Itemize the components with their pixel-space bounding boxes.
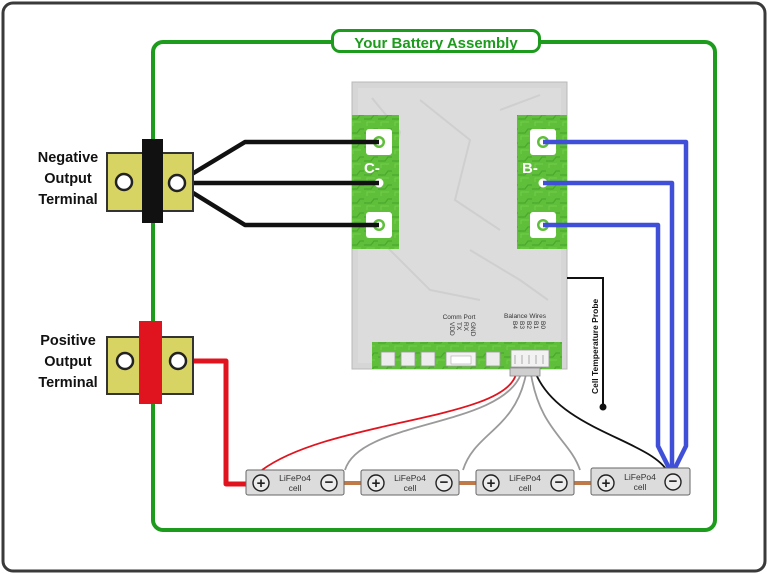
b-minus-wires xyxy=(543,139,689,476)
balance-pin-b2: B2 xyxy=(525,321,532,329)
balance-pin-b4: B4 xyxy=(511,321,518,329)
balance-socket xyxy=(510,349,550,368)
cell-1: + − LiFePo4 cell xyxy=(245,469,345,496)
cell-4: + − LiFePo4 cell xyxy=(590,467,691,496)
svg-text:+: + xyxy=(602,475,611,492)
balance-title: Balance Wires xyxy=(504,313,547,320)
temp-probe-tip xyxy=(599,403,607,411)
negative-wires xyxy=(175,139,379,228)
comm-pin-tx: TX xyxy=(455,322,462,331)
svg-text:−: − xyxy=(440,474,449,491)
assembly-title: Your Battery Assembly xyxy=(331,29,541,53)
cell-1-sub: cell xyxy=(289,483,302,493)
negative-label-line-3: Terminal xyxy=(38,192,98,208)
cell-3-sub: cell xyxy=(519,483,532,493)
positive-wire xyxy=(182,358,259,487)
negative-label-line-2: Output xyxy=(44,171,92,187)
balance-pin-b1: B1 xyxy=(532,321,539,329)
cell-4-name: LiFePo4 xyxy=(624,472,656,482)
balance-pin-b3: B3 xyxy=(518,321,525,329)
c-minus-label: C- xyxy=(364,160,380,177)
svg-text:+: + xyxy=(372,475,381,492)
svg-text:−: − xyxy=(669,473,678,490)
cell-3: + − LiFePo4 cell xyxy=(475,469,575,496)
cell-2-name: LiFePo4 xyxy=(394,473,426,483)
b-minus-label: B- xyxy=(522,160,538,177)
comm-pin-vdd: VDD xyxy=(448,322,455,336)
svg-text:+: + xyxy=(487,475,496,492)
positive-output-terminal xyxy=(106,321,194,404)
cell-2-sub: cell xyxy=(404,483,417,493)
positive-terminal-label: Positive Output Terminal xyxy=(13,331,123,394)
comm-port-title: Comm Port xyxy=(443,314,476,321)
cell-1-name: LiFePo4 xyxy=(279,473,311,483)
cell-3-name: LiFePo4 xyxy=(509,473,541,483)
balance-plug xyxy=(509,367,541,377)
negative-terminal-label: Negative Output Terminal xyxy=(13,148,123,211)
negative-label-line-1: Negative xyxy=(37,150,99,166)
balance-pin-b0: B0 xyxy=(539,321,546,329)
comm-port-pins: GND RX TX VDD xyxy=(448,322,476,337)
positive-label-line-2: Output xyxy=(44,354,92,370)
balance-wires xyxy=(261,373,669,473)
svg-text:−: − xyxy=(325,474,334,491)
comm-pin-gnd: GND xyxy=(469,322,476,337)
svg-text:+: + xyxy=(257,475,266,492)
negative-output-terminal xyxy=(106,139,194,223)
positive-label-line-3: Terminal xyxy=(38,375,98,391)
comm-pin-rx: RX xyxy=(462,322,469,332)
temp-probe-wire xyxy=(567,277,604,404)
cell-2: + − LiFePo4 cell xyxy=(360,469,460,496)
positive-label-line-1: Positive xyxy=(40,333,96,349)
balance-pins: B0 B1 B2 B3 B4 xyxy=(511,321,546,329)
cell-4-sub: cell xyxy=(634,482,647,492)
temp-probe-label: Cell Temperature Probe xyxy=(590,298,600,394)
svg-text:−: − xyxy=(555,474,564,491)
